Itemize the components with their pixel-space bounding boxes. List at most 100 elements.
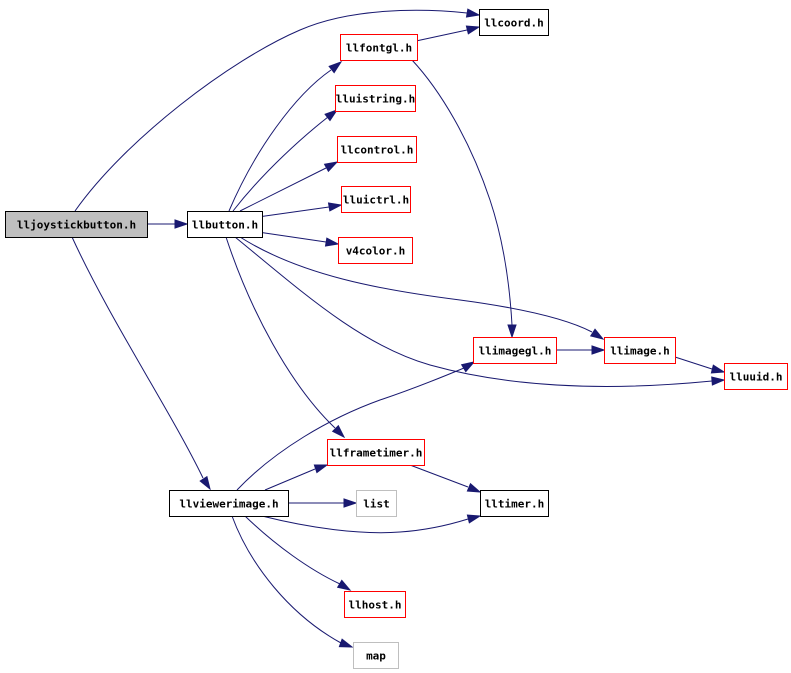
node-llviewerimage[interactable]: llviewerimage.h	[169, 490, 289, 517]
node-llframetimer[interactable]: llframetimer.h	[327, 439, 425, 466]
arrowhead	[323, 161, 339, 173]
node-box	[473, 337, 557, 364]
edge-line	[264, 468, 316, 491]
node-box	[356, 490, 397, 517]
node-label: llbutton.h	[192, 219, 258, 232]
arrowhead	[313, 464, 329, 474]
node-lluuid[interactable]: lluuid.h	[724, 363, 788, 390]
node-label: llimage.h	[610, 345, 670, 358]
node-label: list	[363, 498, 390, 511]
node-box	[353, 642, 399, 669]
node-label: llframetimer.h	[330, 447, 423, 460]
node-box	[344, 591, 406, 618]
edge-llimagegl-to-llimage	[556, 345, 606, 355]
edge-line	[74, 9, 468, 212]
edge-llbutton-to-llframetimer	[225, 236, 346, 439]
node-label: lluictrl.h	[343, 194, 409, 207]
edge-llbutton-to-v4color	[257, 231, 340, 247]
edge-line	[411, 59, 513, 326]
edge-lljoystickbutton-to-llviewerimage	[71, 236, 211, 491]
arrowhead	[199, 475, 211, 491]
node-llhost[interactable]: llhost.h	[344, 591, 406, 618]
edge-line	[674, 356, 713, 370]
edges-layer	[71, 8, 726, 648]
node-label: lltimer.h	[485, 498, 545, 511]
edge-line	[236, 367, 465, 491]
arrowhead	[710, 364, 726, 374]
node-label: v4color.h	[346, 245, 406, 258]
node-box	[327, 439, 425, 466]
arrowhead	[591, 345, 606, 355]
edge-line	[239, 167, 327, 212]
edge-lljoystickbutton-to-llbutton	[147, 219, 189, 229]
edge-line	[228, 69, 332, 212]
node-label: lluistring.h	[336, 93, 415, 106]
node-v4color[interactable]: v4color.h	[338, 237, 413, 264]
arrowhead	[324, 237, 340, 247]
node-lluictrl[interactable]: lluictrl.h	[341, 186, 411, 213]
node-label: lluuid.h	[730, 371, 783, 384]
node-box	[479, 9, 549, 36]
edge-llbutton-to-llimage	[239, 236, 605, 340]
node-box	[340, 34, 418, 61]
node-llimagegl[interactable]: llimagegl.h	[473, 337, 557, 364]
node-llcoord[interactable]: llcoord.h	[479, 9, 549, 36]
arrowhead	[328, 61, 343, 74]
arrowhead	[331, 424, 346, 439]
arrowhead	[338, 638, 354, 648]
node-llfontgl[interactable]: llfontgl.h	[340, 34, 418, 61]
node-lljoystickbutton[interactable]: lljoystickbutton.h	[5, 211, 148, 238]
edge-llbutton-to-lluictrl	[257, 202, 343, 218]
node-llbutton[interactable]: llbutton.h	[187, 211, 263, 238]
arrowhead	[343, 498, 358, 508]
edge-line	[239, 236, 593, 333]
arrowhead	[465, 25, 481, 35]
arrowhead	[466, 482, 482, 493]
node-llcontrol[interactable]: llcontrol.h	[337, 136, 417, 163]
edge-line	[71, 236, 204, 479]
edge-llviewerimage-to-llhost	[244, 515, 352, 591]
edge-llviewerimage-to-llframetimer	[264, 464, 329, 491]
edge-line	[244, 515, 341, 585]
arrowhead	[507, 324, 517, 339]
node-label: llviewerimage.h	[179, 498, 278, 511]
edge-llframetimer-to-lltimer	[409, 464, 482, 493]
edge-line	[257, 231, 327, 243]
node-map: map	[353, 642, 399, 669]
node-box	[5, 211, 148, 238]
node-box	[335, 85, 416, 112]
edge-llbutton-to-llfontgl	[228, 61, 343, 212]
arrowhead	[589, 328, 605, 340]
node-box	[187, 211, 263, 238]
arrowhead	[336, 579, 352, 591]
edge-line	[415, 29, 468, 42]
node-list: list	[356, 490, 397, 517]
edge-llviewerimage-to-lltimer	[261, 514, 482, 534]
node-label: llhost.h	[349, 599, 402, 612]
edge-llviewerimage-to-map	[231, 515, 354, 648]
edge-line	[231, 515, 342, 644]
arrowhead	[324, 109, 339, 122]
arrowhead	[460, 361, 476, 373]
node-box	[338, 237, 413, 264]
node-box	[169, 490, 289, 517]
node-box	[604, 337, 676, 364]
node-lltimer[interactable]: lltimer.h	[480, 490, 549, 517]
edge-lljoystickbutton-to-llcoord	[74, 8, 481, 212]
edge-llbutton-to-lluistring	[232, 109, 339, 212]
edge-line	[234, 236, 713, 387]
edge-llbutton-to-llcontrol	[239, 161, 339, 212]
node-box	[480, 490, 549, 517]
arrowhead	[174, 219, 189, 229]
edge-line	[225, 236, 336, 429]
node-lluistring[interactable]: lluistring.h	[335, 85, 416, 112]
node-box	[724, 363, 788, 390]
edge-line	[409, 464, 469, 488]
edge-llimage-to-lluuid	[674, 356, 726, 374]
node-label: llcontrol.h	[341, 144, 414, 157]
edge-line	[257, 206, 330, 218]
edge-llviewerimage-to-llimagegl	[236, 361, 476, 491]
node-label: map	[366, 650, 386, 663]
node-llimage[interactable]: llimage.h	[604, 337, 676, 364]
node-box	[341, 186, 411, 213]
